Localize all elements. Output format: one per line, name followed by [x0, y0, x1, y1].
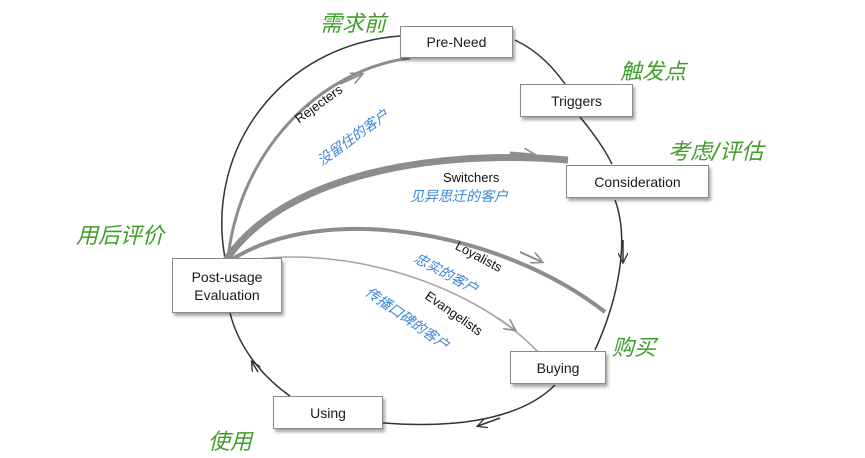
stage-consideration-cn: 考虑/评估 — [668, 140, 764, 165]
rejecters-arrow — [339, 74, 362, 85]
arc-using-to-postusage — [229, 312, 291, 397]
stage-consideration-label: Consideration — [594, 173, 681, 190]
stage-post-usage-evaluation: Post-usage Evaluation — [172, 258, 282, 313]
stage-post-usage-line1: Post-usage — [191, 268, 263, 285]
arc-buying-to-using-arrow — [478, 417, 501, 426]
stage-pre-need-label: Pre-Need — [426, 34, 487, 50]
stage-triggers-label: Triggers — [551, 92, 602, 109]
stage-using-label: Using — [310, 404, 346, 421]
stage-buying-cn: 购买 — [612, 336, 657, 361]
arc-postusage-to-preneed — [221, 35, 401, 259]
loyalists-arrow — [519, 251, 542, 262]
stage-pre-need-cn: 需求前 — [320, 12, 387, 37]
stage-buying-label: Buying — [536, 359, 580, 376]
arc-triggers-to-consideration — [579, 116, 613, 165]
loyalists-arc — [226, 226, 607, 314]
stage-using: Using — [273, 396, 383, 429]
arc-buying-to-using — [354, 384, 556, 426]
stage-buying: Buying — [510, 351, 606, 384]
stage-post-usage-line2: Evaluation — [194, 286, 260, 303]
stage-triggers-cn: 触发点 — [620, 60, 687, 85]
evangelists-arrow — [497, 317, 515, 330]
stage-post-usage-cn: 用后评价 — [76, 224, 165, 249]
arc-consideration-to-buying — [594, 199, 623, 351]
stage-using-cn: 使用 — [208, 430, 253, 455]
stage-triggers: Triggers — [520, 84, 633, 117]
arc-preneed-to-triggers — [514, 39, 566, 85]
switchers-arc — [223, 154, 569, 262]
segment-switchers-cn: 见异思迁的客户 — [410, 189, 508, 205]
switchers-arrow — [509, 153, 535, 155]
segment-switchers-label: Switchers — [443, 170, 500, 185]
cycle-arcs — [221, 35, 623, 426]
segment-arcs — [223, 56, 607, 353]
arc-using-to-postusage-arrow — [252, 362, 258, 373]
rejecters-arc — [226, 56, 411, 259]
stage-consideration: Consideration — [566, 165, 709, 198]
stage-pre-need: Pre-Need — [400, 26, 513, 58]
